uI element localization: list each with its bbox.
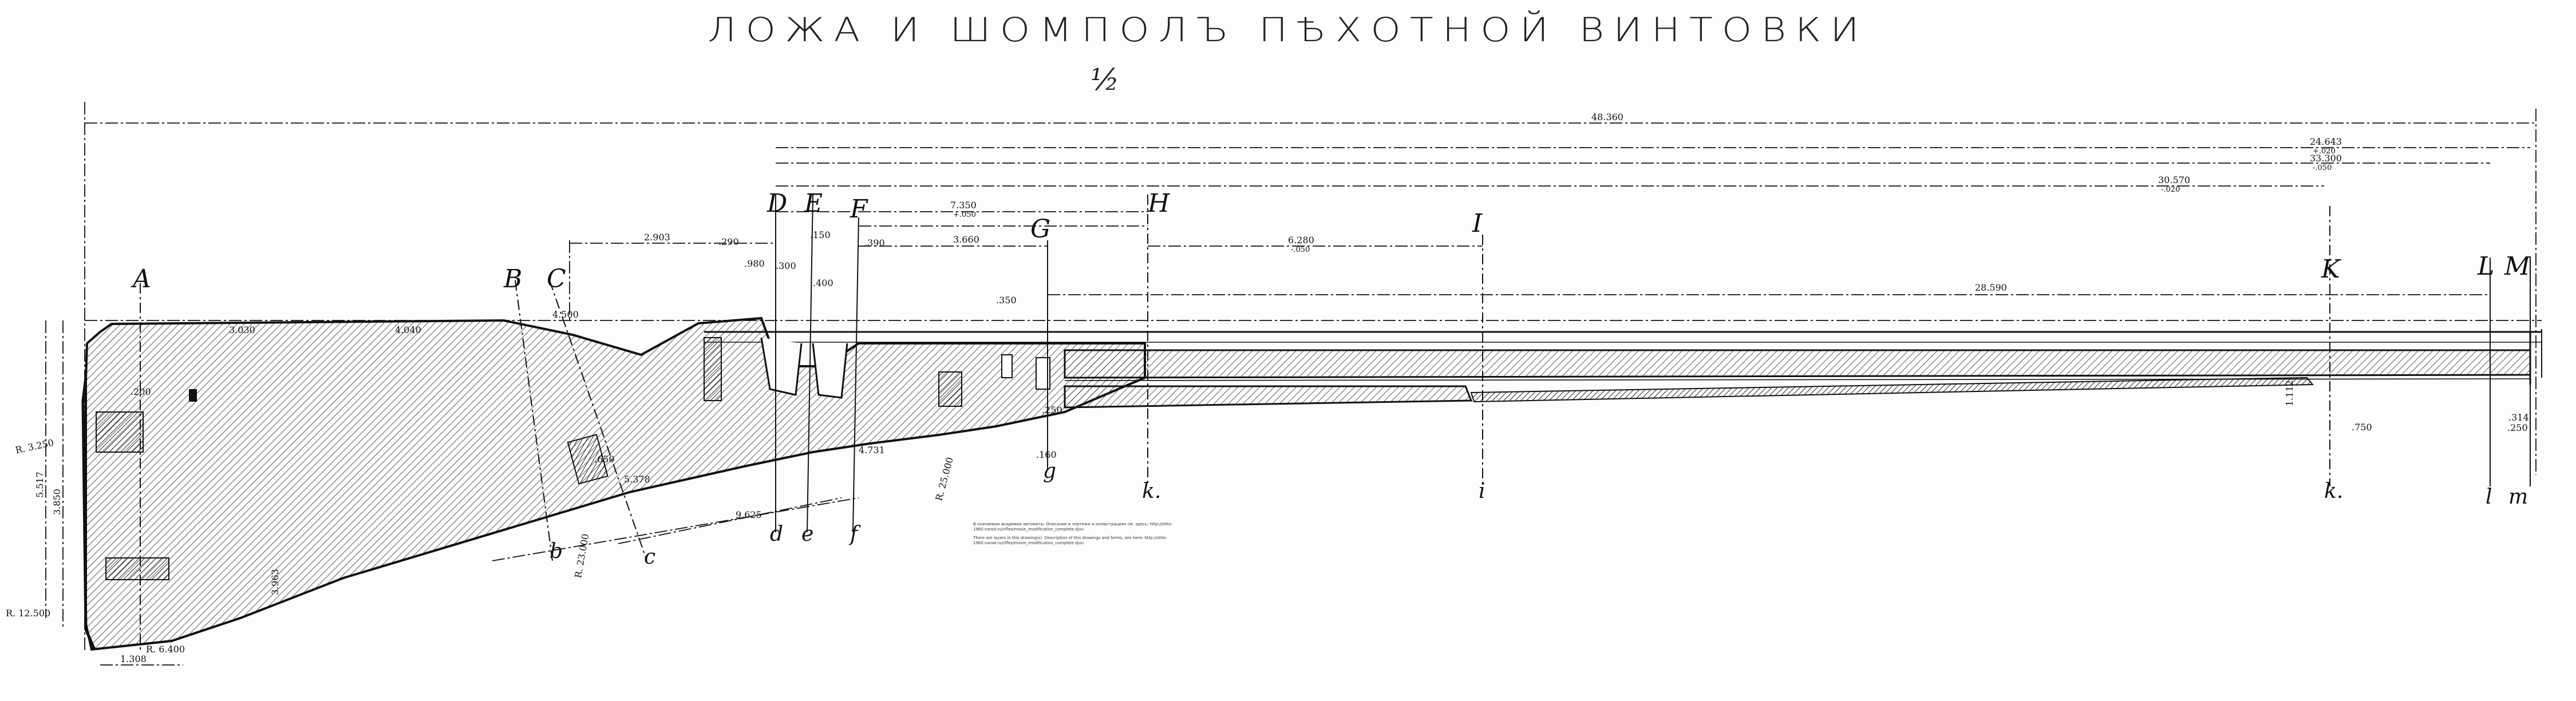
svg-text:m: m	[2508, 485, 2528, 509]
layer-note: В сканаевом академии автоматы. Описание …	[973, 522, 1191, 549]
svg-text:R. 23.000: R. 23.000	[572, 533, 591, 579]
section-H: H	[1147, 189, 1171, 218]
svg-text:.750: .750	[2352, 422, 2372, 433]
svg-text:e: e	[801, 522, 813, 546]
svg-text:3.850: 3.850	[52, 489, 62, 515]
svg-text:4.040: 4.040	[395, 324, 421, 335]
section-I: I	[1472, 209, 1483, 238]
svg-text:.150: .150	[810, 229, 831, 240]
svg-text:+.050: +.050	[953, 211, 976, 219]
svg-text:.290: .290	[718, 236, 739, 247]
svg-text:6.280: 6.280	[1288, 235, 1314, 245]
svg-text:5.378: 5.378	[624, 474, 650, 485]
svg-text:2.903: 2.903	[644, 232, 670, 243]
butt-screw-upper	[96, 411, 144, 453]
svg-text:.200: .200	[131, 386, 151, 397]
buttstock-body	[85, 316, 1146, 651]
svg-text:9.625: 9.625	[736, 509, 762, 520]
svg-text:l: l	[2486, 485, 2492, 509]
svg-text:+.020: +.020	[2313, 147, 2336, 156]
svg-text:c: c	[644, 545, 655, 569]
svg-text:.980: .980	[744, 258, 765, 269]
butt-screw-lower	[105, 557, 169, 580]
section-G: G	[1030, 215, 1050, 244]
svg-text:.300: .300	[776, 260, 796, 271]
section-L: L	[2477, 252, 2494, 281]
svg-text:.400: .400	[813, 278, 833, 288]
drawing-title: ЛОЖА И ШОМПОЛЪ ПѢХОТНОЙ ВИНТОВКИ	[708, 10, 1868, 49]
section-B: B	[503, 264, 522, 294]
svg-text:4.731: 4.731	[859, 445, 885, 456]
svg-text:.160: .160	[1036, 449, 1057, 460]
section-letters-lower: b c d e f g k. i k. l m	[550, 460, 2528, 569]
svg-text:-.050: -.050	[1291, 245, 1310, 254]
scale-label: ½	[1091, 63, 1120, 97]
forend-top-band	[1064, 349, 2531, 379]
svg-text:.314: .314	[2508, 412, 2529, 423]
svg-text:30.570: 30.570	[2158, 175, 2190, 185]
svg-text:k.: k.	[2324, 480, 2343, 503]
svg-text:4.500: 4.500	[552, 309, 579, 320]
svg-text:b: b	[550, 540, 563, 563]
recoil-lug-cut	[812, 343, 848, 399]
svg-text:-.020: -.020	[2161, 185, 2180, 194]
section-letters: A B C D E F G H I K L M	[131, 189, 2531, 294]
svg-text:-.050: -.050	[2313, 164, 2332, 172]
svg-text:3.963: 3.963	[270, 569, 280, 595]
note-english: There are layers in this drawing(s). Des…	[973, 536, 1168, 545]
magazine-well	[760, 337, 803, 396]
svg-text:R. 12.500: R. 12.500	[6, 608, 50, 619]
section-K: K	[2321, 255, 2341, 284]
svg-text:R. 25.000: R. 25.000	[933, 456, 955, 502]
svg-text:3.030: 3.030	[229, 324, 255, 335]
forend-lower-band-2	[1470, 377, 2314, 403]
forend-lower-band	[1064, 385, 1473, 409]
trigger-slot	[567, 434, 609, 485]
svg-text:24.643: 24.643	[2310, 136, 2342, 147]
svg-text:.250: .250	[1042, 405, 1062, 415]
svg-text:R. 6.400: R. 6.400	[146, 644, 185, 655]
section-D: D	[767, 189, 787, 218]
note-russian: В сканаевом академии автоматы. Описание …	[973, 522, 1173, 532]
svg-text:.390: .390	[864, 237, 885, 248]
svg-text:1.308: 1.308	[120, 654, 147, 664]
section-A: A	[131, 264, 151, 294]
section-C: C	[547, 264, 566, 294]
section-M: M	[2504, 252, 2531, 281]
dimension-lines	[45, 102, 2542, 666]
svg-text:i: i	[1479, 480, 1485, 503]
section-F: F	[850, 195, 868, 224]
svg-text:7.350: 7.350	[950, 200, 977, 211]
svg-text:33.300: 33.300	[2310, 153, 2342, 164]
svg-text:.650: .650	[594, 454, 615, 465]
svg-text:d: d	[770, 522, 783, 546]
svg-text:.250: .250	[2507, 422, 2528, 433]
section-E: E	[804, 189, 823, 218]
svg-text:3.660: 3.660	[953, 234, 979, 245]
section-lines	[140, 194, 2531, 652]
bolt-screw	[938, 371, 962, 407]
svg-text:R. 3.250: R. 3.250	[14, 437, 54, 456]
svg-text:g: g	[1043, 460, 1056, 483]
svg-text:f: f	[848, 522, 861, 546]
svg-text:28.590: 28.590	[1975, 282, 2007, 293]
svg-text:48.360: 48.360	[1591, 112, 1623, 122]
svg-text:.350: .350	[996, 295, 1017, 306]
svg-text:5.517: 5.517	[34, 472, 45, 498]
svg-text:1.112: 1.112	[2284, 380, 2295, 406]
svg-text:k.: k.	[1142, 480, 1161, 503]
